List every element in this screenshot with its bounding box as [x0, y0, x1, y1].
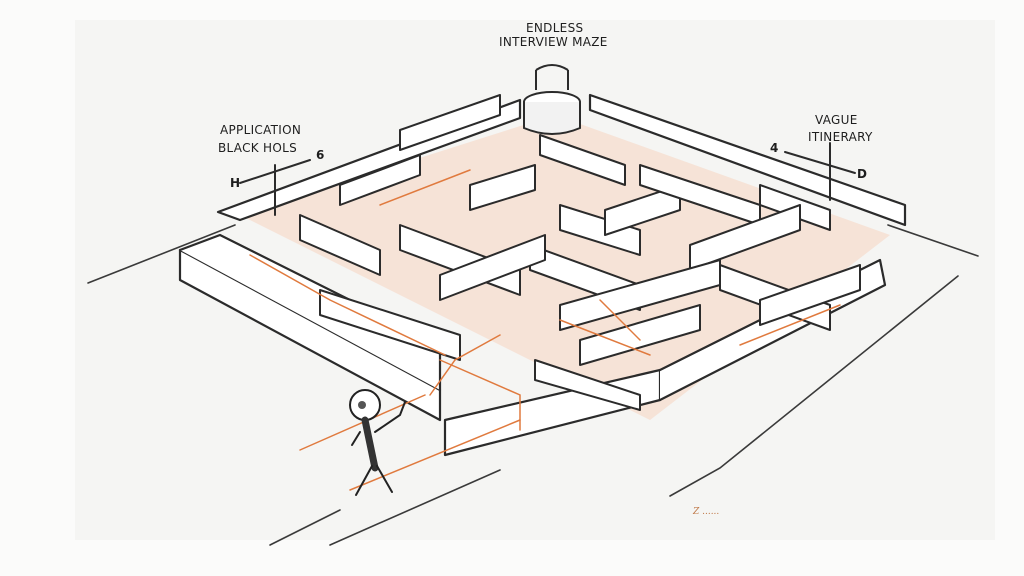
central-tower: [523, 64, 581, 135]
label-vague: VAGUE: [815, 113, 858, 127]
artist-signature: Z ......: [693, 507, 720, 517]
signpost-right-start-mark: 4: [770, 141, 779, 155]
label-endless: ENDLESS: [526, 21, 584, 35]
label-itinerary: ITINERARY: [808, 130, 873, 144]
label-application: APPLICATION: [220, 123, 302, 137]
signpost-right-end-mark: D: [857, 167, 868, 181]
ground-plane: [87, 224, 979, 546]
signpost-left-start-mark: H: [230, 176, 241, 190]
maze-inner-walls: [299, 94, 861, 411]
signpost-right: [784, 142, 856, 201]
stick-figure: [349, 389, 406, 496]
signpost-left-end-mark: 6: [316, 148, 325, 162]
label-interview-maze: INTERVIEW MAZE: [499, 35, 608, 49]
signpost-left: [239, 159, 311, 216]
label-black-hols: BLACK HOLS: [218, 141, 298, 155]
maze-outer-walls: [178, 93, 907, 457]
